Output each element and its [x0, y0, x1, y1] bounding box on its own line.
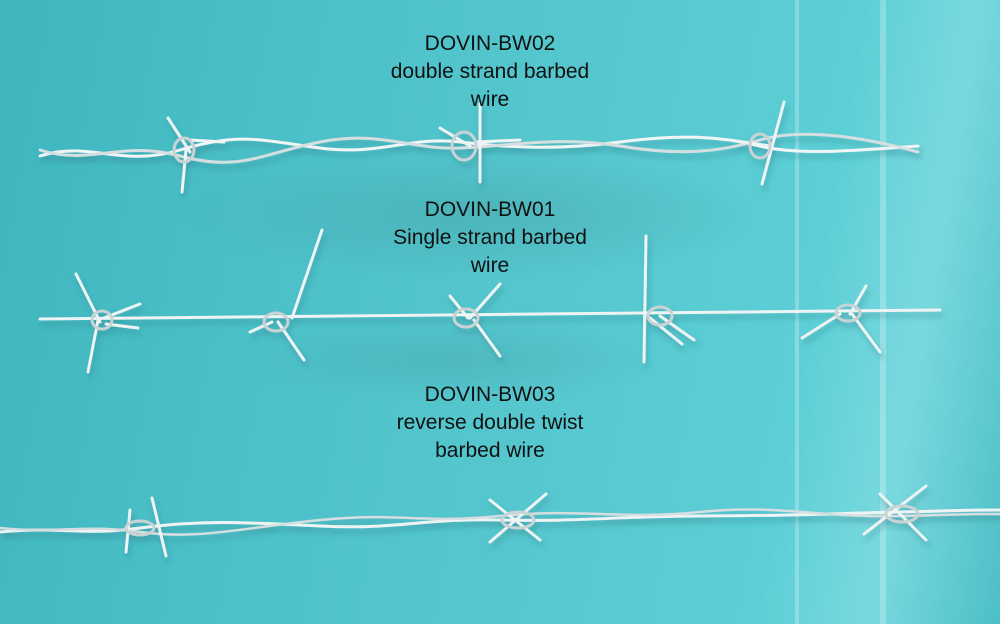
bw02-description-line2: wire — [470, 88, 510, 111]
bw03-label: DOVIN-BW03 reverse double twist barbed w… — [340, 381, 640, 465]
barb — [124, 496, 168, 558]
bw03-description-line1: reverse double twist — [396, 411, 584, 434]
barb — [166, 116, 226, 194]
bw01-label: DOVIN-BW01 Single strand barbed wire — [340, 196, 640, 280]
bw01-description-line2: wire — [470, 254, 510, 277]
barb — [800, 284, 882, 354]
bw02-description-line1: double strand barbed — [390, 60, 590, 83]
bw02-double-strand-wire — [38, 100, 920, 194]
bw01-code: DOVIN-BW01 — [424, 198, 556, 221]
barb — [728, 100, 786, 186]
barb — [862, 484, 928, 542]
bw01-description-line1: Single strand barbed — [393, 226, 587, 249]
barb — [642, 234, 696, 364]
bw03-reverse-double-twist-wire — [0, 484, 1000, 558]
bw03-description-line2: barbed wire — [435, 439, 545, 462]
bw02-label: DOVIN-BW02 double strand barbed wire — [340, 30, 640, 114]
barb — [248, 228, 324, 362]
bw02-code: DOVIN-BW02 — [424, 32, 556, 55]
barb — [438, 102, 522, 184]
barb — [448, 282, 502, 358]
bw03-code: DOVIN-BW03 — [424, 383, 556, 406]
barb — [488, 492, 548, 544]
barb — [74, 272, 142, 374]
bw01-single-strand-wire — [38, 228, 942, 374]
